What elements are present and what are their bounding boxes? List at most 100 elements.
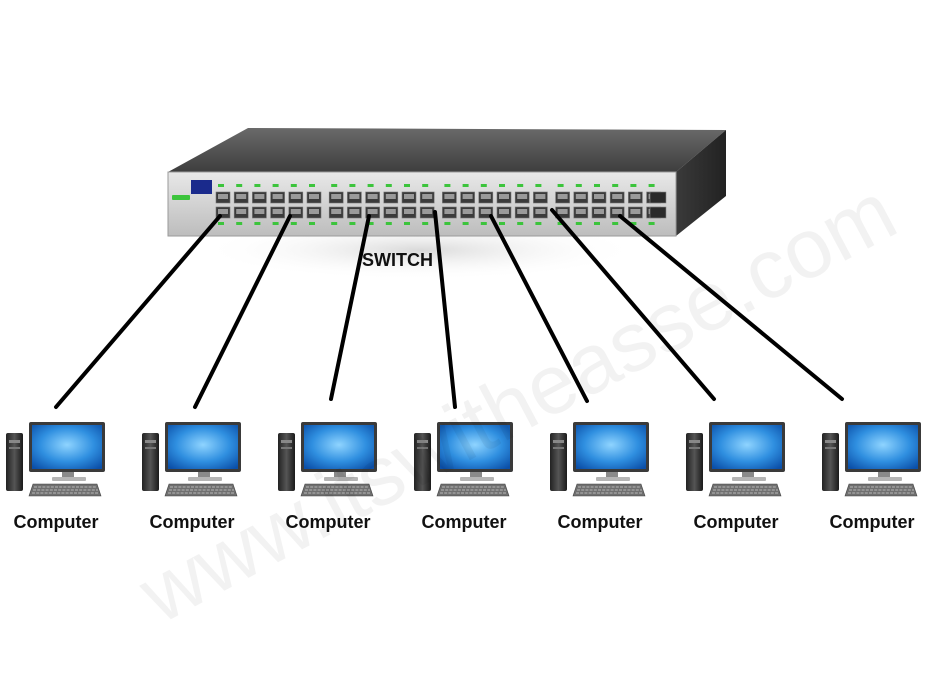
monitor-stand bbox=[198, 472, 210, 478]
port-led bbox=[444, 184, 451, 187]
tower-drive bbox=[689, 440, 700, 443]
monitor-base bbox=[324, 477, 358, 481]
port-led bbox=[236, 184, 243, 187]
switch-port-contacts bbox=[367, 209, 378, 214]
sfp-port bbox=[649, 191, 667, 204]
port-led bbox=[444, 222, 451, 225]
cables bbox=[54, 208, 844, 409]
tower-drive bbox=[281, 447, 292, 449]
port-led bbox=[349, 222, 356, 225]
tower-drive bbox=[281, 440, 292, 443]
switch-port-contacts bbox=[499, 209, 509, 214]
port-led bbox=[422, 222, 429, 225]
port-led bbox=[236, 222, 243, 225]
monitor-base bbox=[732, 477, 766, 481]
computer-icon bbox=[550, 422, 649, 497]
switch-port-contacts bbox=[535, 209, 546, 214]
port-led bbox=[557, 222, 564, 225]
monitor-stand bbox=[606, 472, 618, 478]
network-cable bbox=[433, 210, 457, 409]
network-cable bbox=[329, 214, 371, 401]
switch-port-contacts bbox=[422, 194, 433, 199]
switch-port-contacts bbox=[349, 194, 360, 199]
switch-port-contacts bbox=[594, 194, 604, 199]
monitor-screen bbox=[848, 425, 918, 469]
switch-port-contacts bbox=[535, 194, 546, 199]
monitor-screen bbox=[576, 425, 646, 469]
sfp-port bbox=[649, 206, 667, 219]
switch-port-contacts bbox=[480, 194, 491, 199]
port-led bbox=[499, 222, 505, 225]
switch-port-contacts bbox=[575, 209, 586, 214]
switch-top bbox=[168, 128, 726, 172]
monitor-base bbox=[868, 477, 902, 481]
tower-drive bbox=[417, 447, 428, 449]
computer-label: Computer bbox=[149, 512, 235, 532]
port-led bbox=[648, 184, 655, 187]
computers bbox=[6, 422, 921, 497]
switch-port-contacts bbox=[331, 194, 342, 199]
port-led bbox=[422, 184, 429, 187]
computer-icon bbox=[414, 422, 513, 497]
monitor-base bbox=[52, 477, 86, 481]
switch-port-contacts bbox=[630, 194, 641, 199]
switch-port-contacts bbox=[462, 194, 473, 199]
port-led bbox=[462, 184, 469, 187]
switch-port-contacts bbox=[272, 209, 283, 214]
port-led bbox=[630, 222, 637, 225]
switch-port-contacts bbox=[630, 209, 641, 214]
monitor-base bbox=[596, 477, 630, 481]
port-led bbox=[594, 222, 600, 225]
switch-port-contacts bbox=[422, 209, 433, 214]
port-led bbox=[349, 184, 356, 187]
power-led bbox=[172, 195, 190, 200]
monitor-screen bbox=[32, 425, 102, 469]
computer-icon bbox=[6, 422, 105, 497]
port-led bbox=[272, 222, 279, 225]
port-led bbox=[367, 184, 374, 187]
port-led bbox=[462, 222, 469, 225]
monitor-screen bbox=[440, 425, 510, 469]
switch-port-contacts bbox=[349, 209, 360, 214]
switch-port-contacts bbox=[575, 194, 586, 199]
network-cable bbox=[54, 214, 222, 409]
switch-port-contacts bbox=[385, 209, 396, 214]
switch-port-contacts bbox=[462, 209, 473, 214]
monitor-screen bbox=[712, 425, 782, 469]
switch-port-contacts bbox=[444, 194, 455, 199]
switch-port-contacts bbox=[218, 209, 228, 214]
port-led bbox=[575, 222, 582, 225]
port-led bbox=[404, 184, 410, 187]
tower-drive bbox=[825, 440, 836, 443]
monitor-stand bbox=[742, 472, 754, 478]
monitor-base bbox=[460, 477, 494, 481]
switch-port-contacts bbox=[290, 209, 301, 214]
switch-port-contacts bbox=[404, 194, 414, 199]
port-led bbox=[404, 222, 410, 225]
monitor-stand bbox=[62, 472, 74, 478]
port-led bbox=[535, 222, 542, 225]
switch-port-contacts bbox=[236, 209, 247, 214]
monitor-stand bbox=[470, 472, 482, 478]
port-led bbox=[648, 222, 655, 225]
tower-drive bbox=[9, 440, 20, 443]
port-led bbox=[612, 222, 619, 225]
switch-port-contacts bbox=[254, 209, 265, 214]
network-switch bbox=[167, 128, 726, 237]
switch-port-contacts bbox=[612, 194, 623, 199]
switch-port-contacts bbox=[517, 209, 528, 214]
monitor-screen bbox=[304, 425, 374, 469]
tower-drive bbox=[553, 447, 564, 449]
port-led bbox=[367, 222, 374, 225]
monitor-screen bbox=[168, 425, 238, 469]
computer-label: Computer bbox=[421, 512, 507, 532]
monitor-stand bbox=[334, 472, 346, 478]
switch-label: SWITCH bbox=[362, 250, 433, 270]
port-led bbox=[290, 184, 297, 187]
computer-label: Computer bbox=[693, 512, 779, 532]
switch-port-contacts bbox=[612, 209, 623, 214]
tower-drive bbox=[689, 447, 700, 449]
switch-port-contacts bbox=[254, 194, 265, 199]
tower-drive bbox=[145, 447, 156, 449]
